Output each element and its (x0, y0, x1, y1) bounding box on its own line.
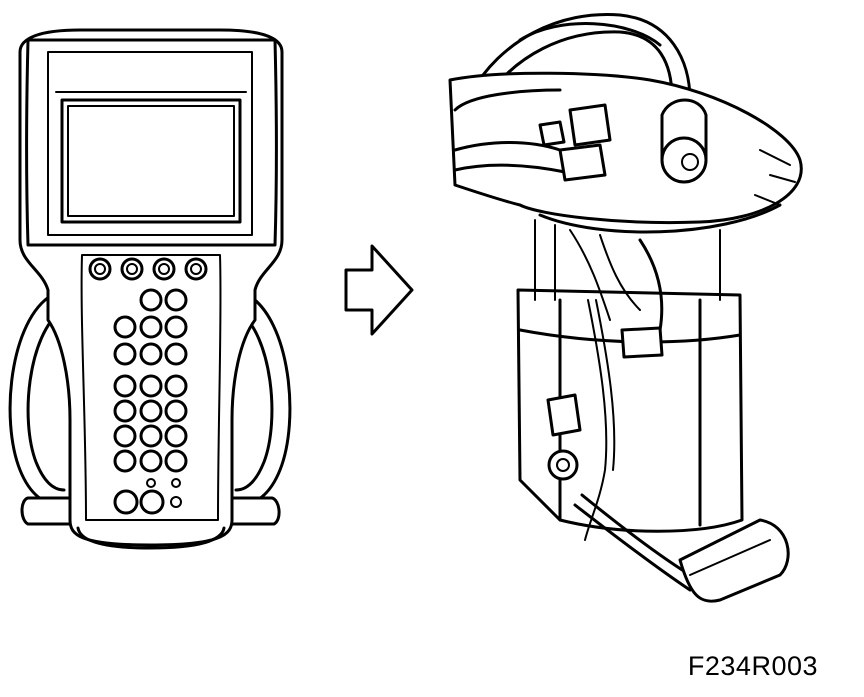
keypad-key (139, 399, 163, 423)
keypad-key (139, 288, 163, 312)
keypad-key (170, 496, 182, 508)
fuel-pump-unit-icon (448, 12, 803, 603)
keypad-key (164, 288, 188, 312)
keypad-key (139, 489, 165, 515)
keypad-key (164, 342, 188, 366)
keypad-key (113, 342, 137, 366)
keypad-key (139, 374, 163, 398)
keypad-key (113, 374, 137, 398)
diagnostic-tester-icon (8, 28, 292, 550)
keypad-key (113, 399, 137, 423)
keypad-key (113, 489, 139, 515)
keypad-key (139, 424, 163, 448)
keypad-key (171, 478, 181, 488)
keypad-key (113, 424, 137, 448)
keypad-key (139, 449, 163, 473)
keypad-key (139, 315, 163, 339)
keypad-key (164, 374, 188, 398)
keypad-key (113, 449, 137, 473)
figure-code: F234R003 (687, 651, 818, 681)
keypad-key (113, 315, 137, 339)
keypad-key (164, 315, 188, 339)
keypad-key (146, 478, 156, 488)
arrow-right-icon (344, 244, 414, 336)
keypad-key (164, 449, 188, 473)
keypad-key (164, 424, 188, 448)
keypad-key (139, 342, 163, 366)
keypad-key (164, 399, 188, 423)
